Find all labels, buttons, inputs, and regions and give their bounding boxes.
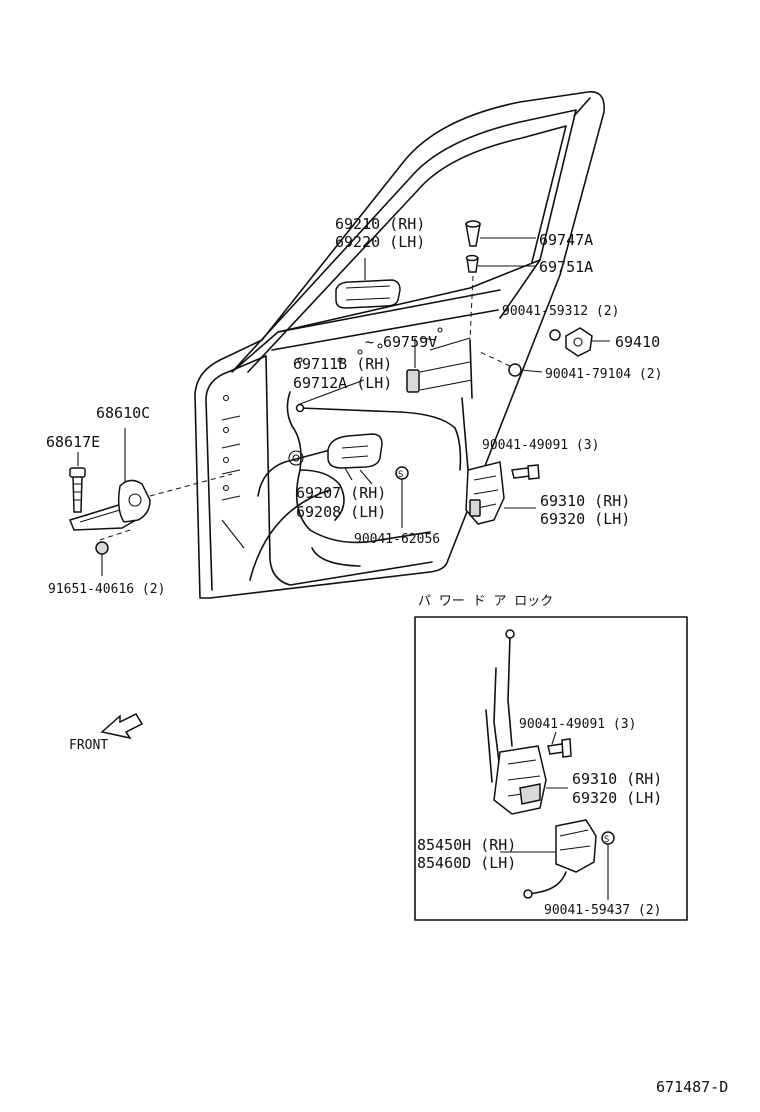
- label-69711b: 69711B (RH): [293, 355, 392, 373]
- bolt-68617e: [69, 452, 86, 513]
- label-90041-49091-top: 90041-49091 (3): [482, 438, 599, 453]
- label-69208: 69208 (LH): [296, 503, 386, 521]
- panel-holes: [222, 327, 443, 492]
- drawing-number: 671487-D: [656, 1078, 728, 1096]
- label-69210: 69210 (RH): [335, 215, 425, 233]
- part-labels: 69210 (RH) 69220 (LH) 69747A 69751A 9004…: [46, 215, 728, 1096]
- washer-s-icon: S: [604, 835, 609, 845]
- power-door-lock-inset: S: [414, 616, 688, 921]
- label-68617e: 68617E: [46, 433, 100, 451]
- label-90041-62056: 90041-62056: [354, 532, 440, 547]
- label-69320-top: 69320 (LH): [540, 510, 630, 528]
- door-panel-outline: [194, 91, 605, 599]
- label-69759v-prefix: ~: [365, 333, 374, 351]
- label-90041-49091-inset: 90041-49091 (3): [519, 717, 636, 732]
- label-90041-59437: 90041-59437 (2): [544, 903, 661, 918]
- screw-90041-62056: S: [395, 466, 409, 528]
- outside-door-handle: [335, 258, 401, 309]
- door-lock-assembly: [465, 461, 540, 525]
- label-91651-40616: 91651-40616 (2): [48, 582, 165, 597]
- label-69751a: 69751A: [539, 258, 593, 276]
- inside-door-handle: [327, 433, 383, 481]
- washer-90041-79104: [479, 351, 543, 377]
- label-69759v: 69759V: [383, 333, 437, 351]
- label-69410: 69410: [615, 333, 660, 351]
- label-69310-inset: 69310 (RH): [572, 770, 662, 788]
- label-69207: 69207 (RH): [296, 484, 386, 502]
- label-69320-inset: 69320 (LH): [572, 789, 662, 807]
- lock-knob: [465, 220, 536, 341]
- label-69310-top: 69310 (RH): [540, 492, 630, 510]
- label-85460d: 85460D (LH): [417, 854, 516, 872]
- front-arrow-icon: [100, 713, 144, 740]
- label-68610c: 68610C: [96, 404, 150, 422]
- door-check: [69, 428, 233, 541]
- label-69712a: 69712A (LH): [293, 374, 392, 392]
- label-90041-79104: 90041-79104 (2): [545, 367, 662, 382]
- link-rod: [295, 339, 473, 471]
- nut-91651: [95, 541, 109, 576]
- leader-lines: [299, 337, 437, 485]
- label-85450h: 85450H (RH): [417, 836, 516, 854]
- front-label: FRONT: [69, 738, 108, 753]
- label-69220: 69220 (LH): [335, 233, 425, 251]
- label-90041-59312: 90041-59312 (2): [502, 304, 619, 319]
- washer-s-icon: S: [398, 470, 403, 480]
- label-69747a: 69747A: [539, 231, 593, 249]
- door-lock-striker: [549, 327, 610, 357]
- rod-protector: [406, 338, 420, 393]
- inset-title: パ ワー ド ア ロック: [418, 594, 553, 609]
